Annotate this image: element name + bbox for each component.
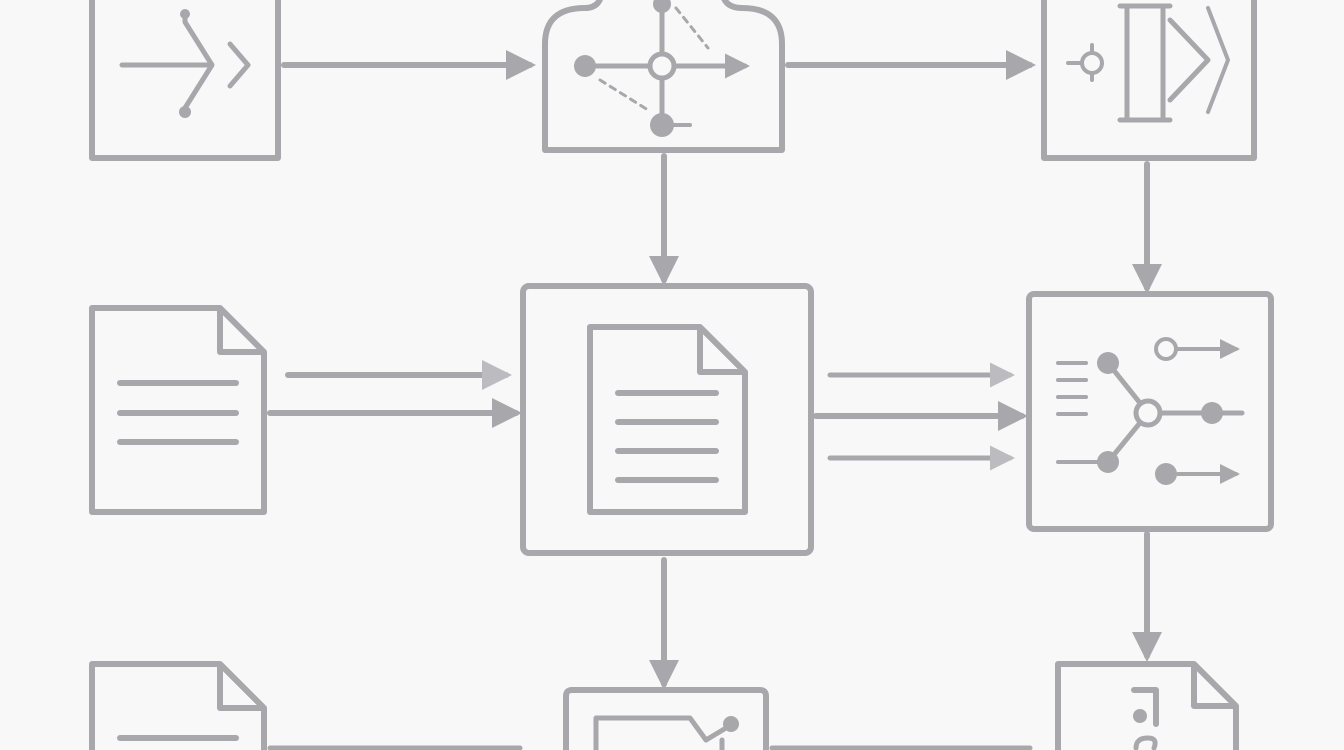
node-splitter bbox=[1026, 291, 1274, 532]
node-source-doc bbox=[89, 305, 267, 515]
forward-chevron-icon bbox=[119, 9, 251, 118]
node-ingest bbox=[89, 0, 281, 161]
cloud-network-icon bbox=[574, 0, 750, 137]
node-audio-doc bbox=[1055, 661, 1239, 750]
text-document-icon bbox=[117, 380, 239, 445]
transform-gate-icon bbox=[1066, 3, 1230, 123]
edge-source-to-central bbox=[267, 360, 522, 428]
framed-document-icon bbox=[587, 324, 748, 515]
branch-split-icon bbox=[1056, 337, 1245, 485]
export-frame-icon bbox=[593, 715, 739, 750]
node-export bbox=[563, 687, 769, 750]
node-cloud-router bbox=[542, 0, 785, 153]
node-central-doc bbox=[520, 283, 814, 556]
edge-central-to-splitter bbox=[813, 362, 1028, 471]
node-transform bbox=[1041, 0, 1257, 161]
music-document-icon bbox=[1131, 687, 1159, 750]
node-doc-bottom bbox=[89, 661, 267, 750]
